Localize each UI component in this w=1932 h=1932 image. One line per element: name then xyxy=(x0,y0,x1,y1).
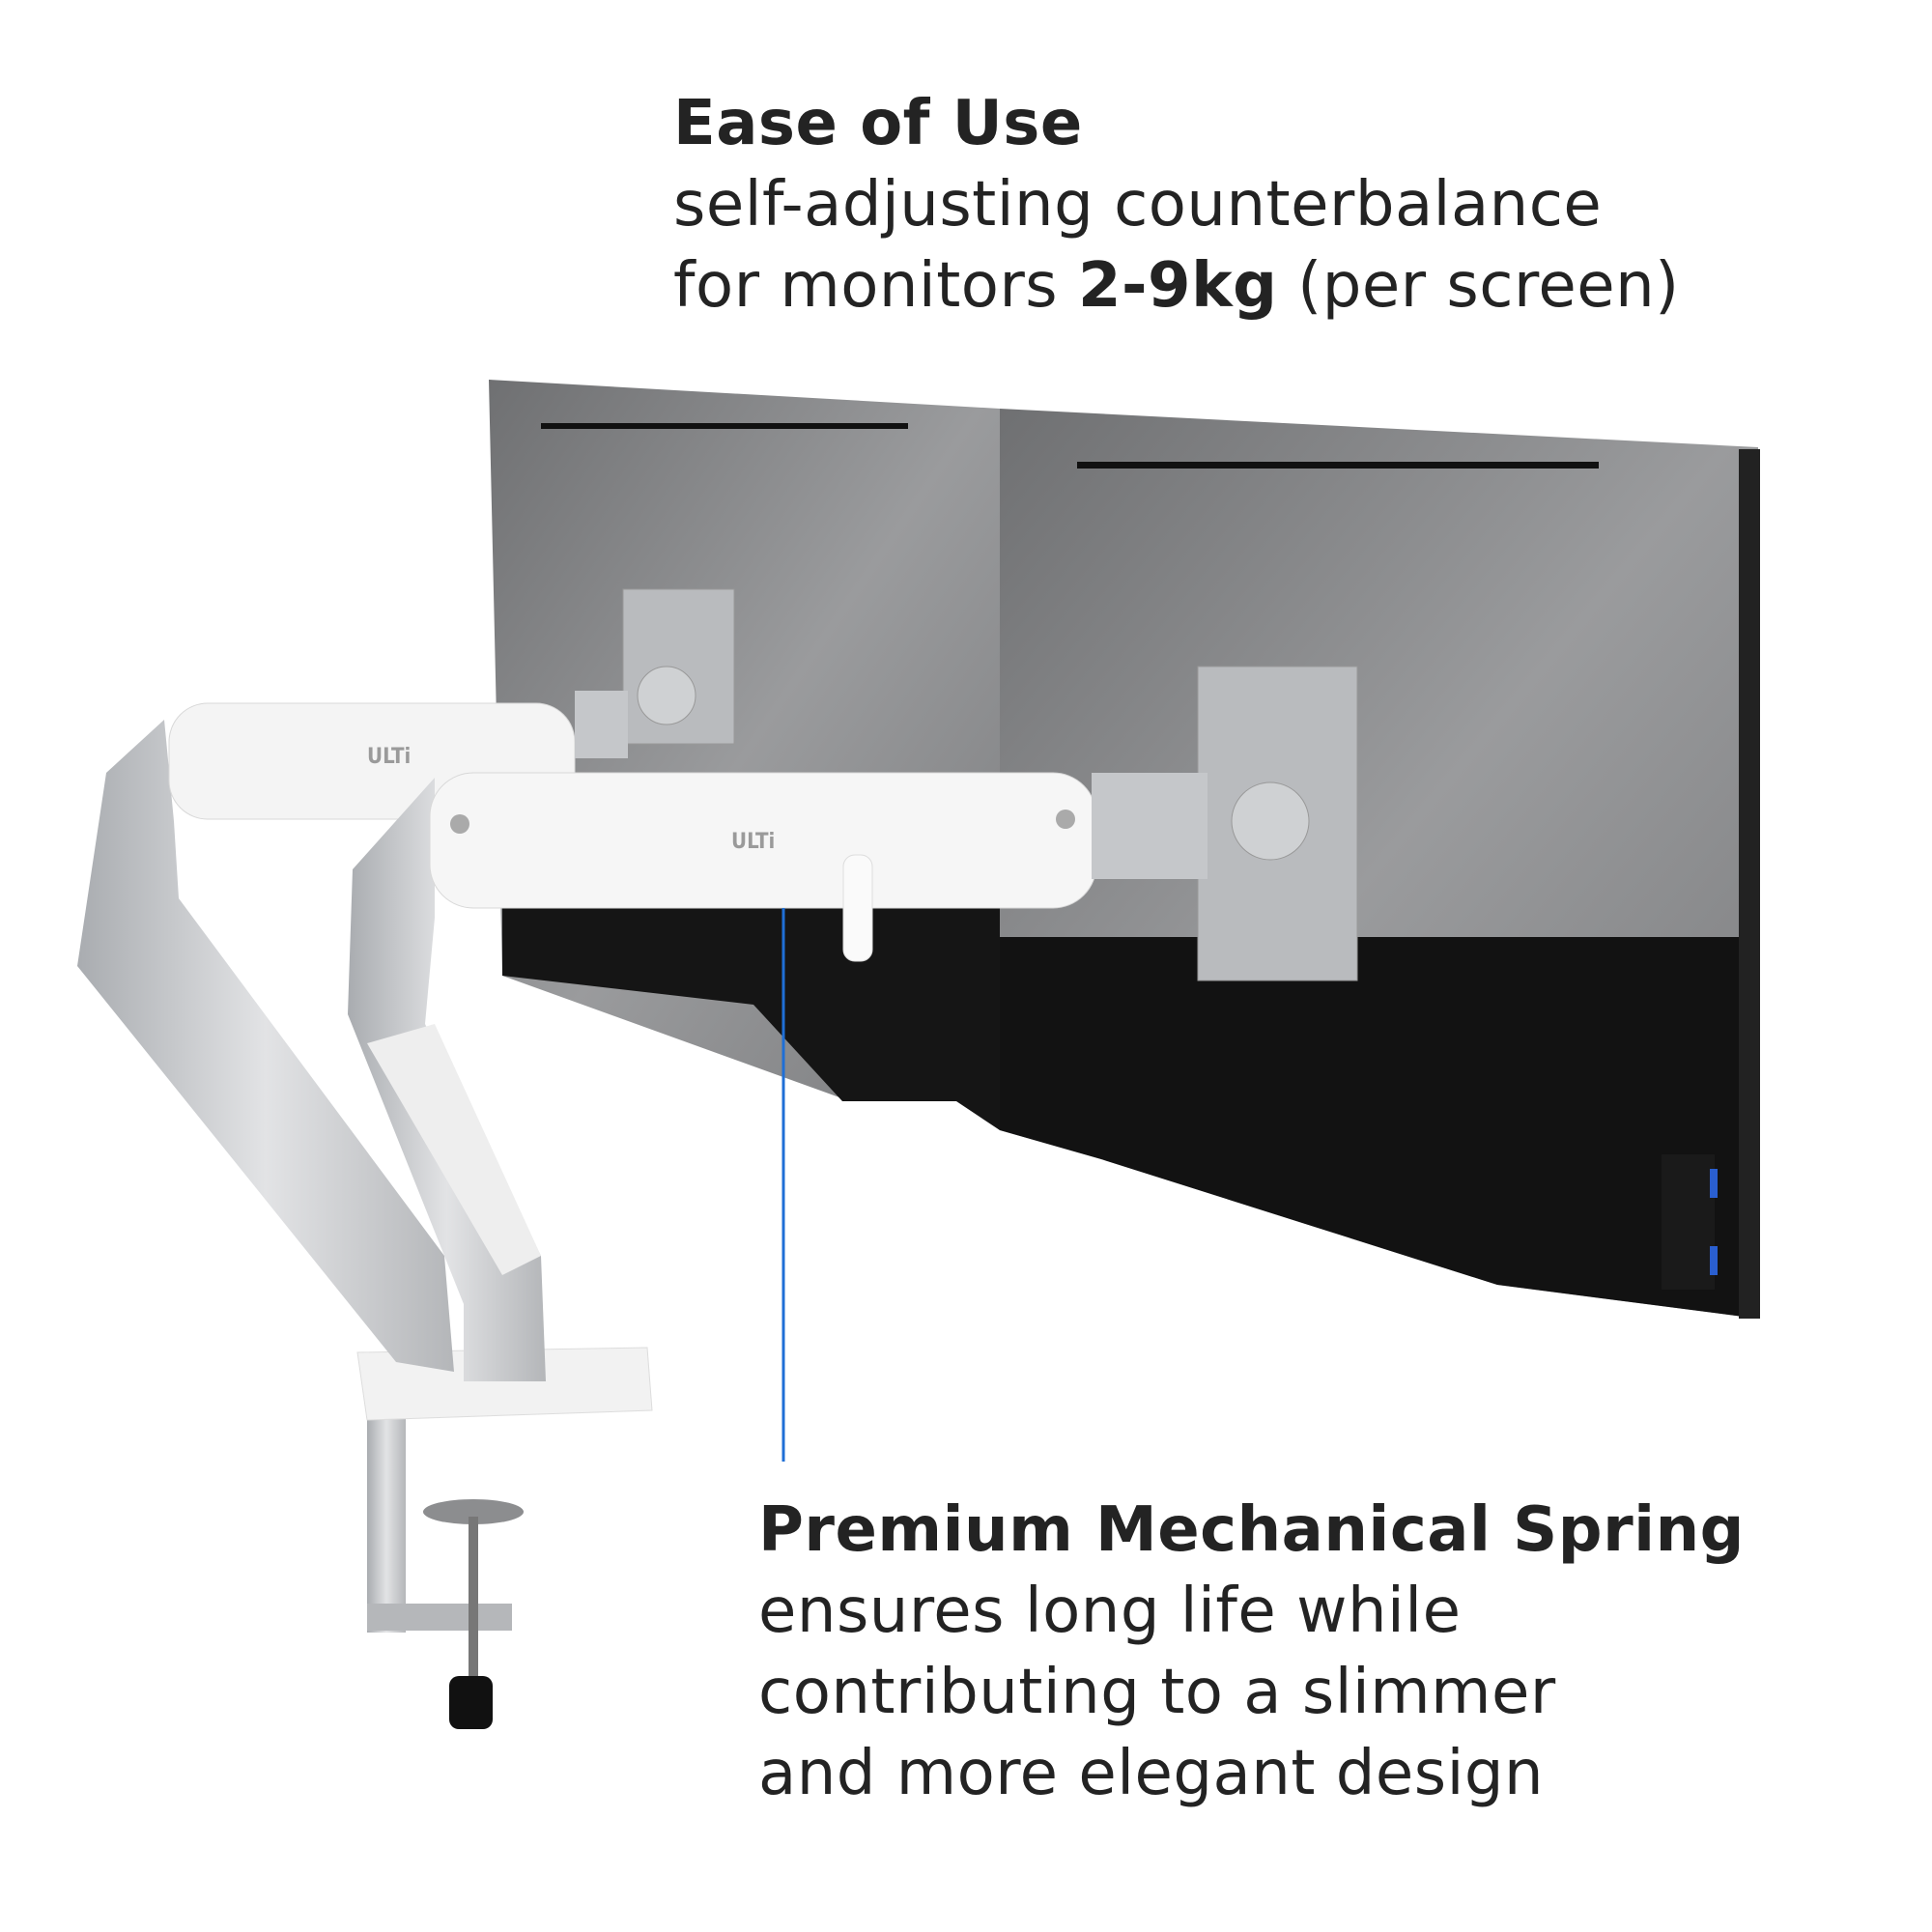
mechanical-spring-callout: Premium Mechanical Spring ensures long l… xyxy=(758,1490,1745,1814)
ease-of-use-line-1: self-adjusting counterbalance xyxy=(673,169,1603,241)
mechanical-spring-line-2: contributing to a slimmer xyxy=(758,1657,1556,1728)
brand-logo-lower: ULTi xyxy=(731,830,775,854)
weight-range: 2-9kg xyxy=(1077,250,1278,322)
arm-right: ULTi xyxy=(348,772,1208,1381)
ease-of-use-heading: Ease of Use xyxy=(673,88,1083,159)
mechanical-spring-heading: Premium Mechanical Spring xyxy=(758,1494,1745,1566)
ease-of-use-line-2: for monitors 2-9kg (per screen) xyxy=(673,245,1680,327)
mechanical-spring-line-3: and more elegant design xyxy=(758,1738,1545,1809)
usb-ports xyxy=(1662,1154,1715,1290)
clamp-pad xyxy=(423,1499,524,1524)
weight-prefix: for monitors xyxy=(673,250,1078,322)
brand-logo-upper: ULTi xyxy=(367,745,411,769)
mechanical-spring-line-1: ensures long life while xyxy=(758,1576,1462,1647)
weight-suffix: (per screen) xyxy=(1277,250,1680,322)
cable-clip xyxy=(842,854,873,962)
ease-of-use-callout: Ease of Use self-adjusting counterbalanc… xyxy=(673,83,1680,327)
monitor-right xyxy=(1000,409,1760,1319)
clamp-knob xyxy=(449,1676,493,1729)
